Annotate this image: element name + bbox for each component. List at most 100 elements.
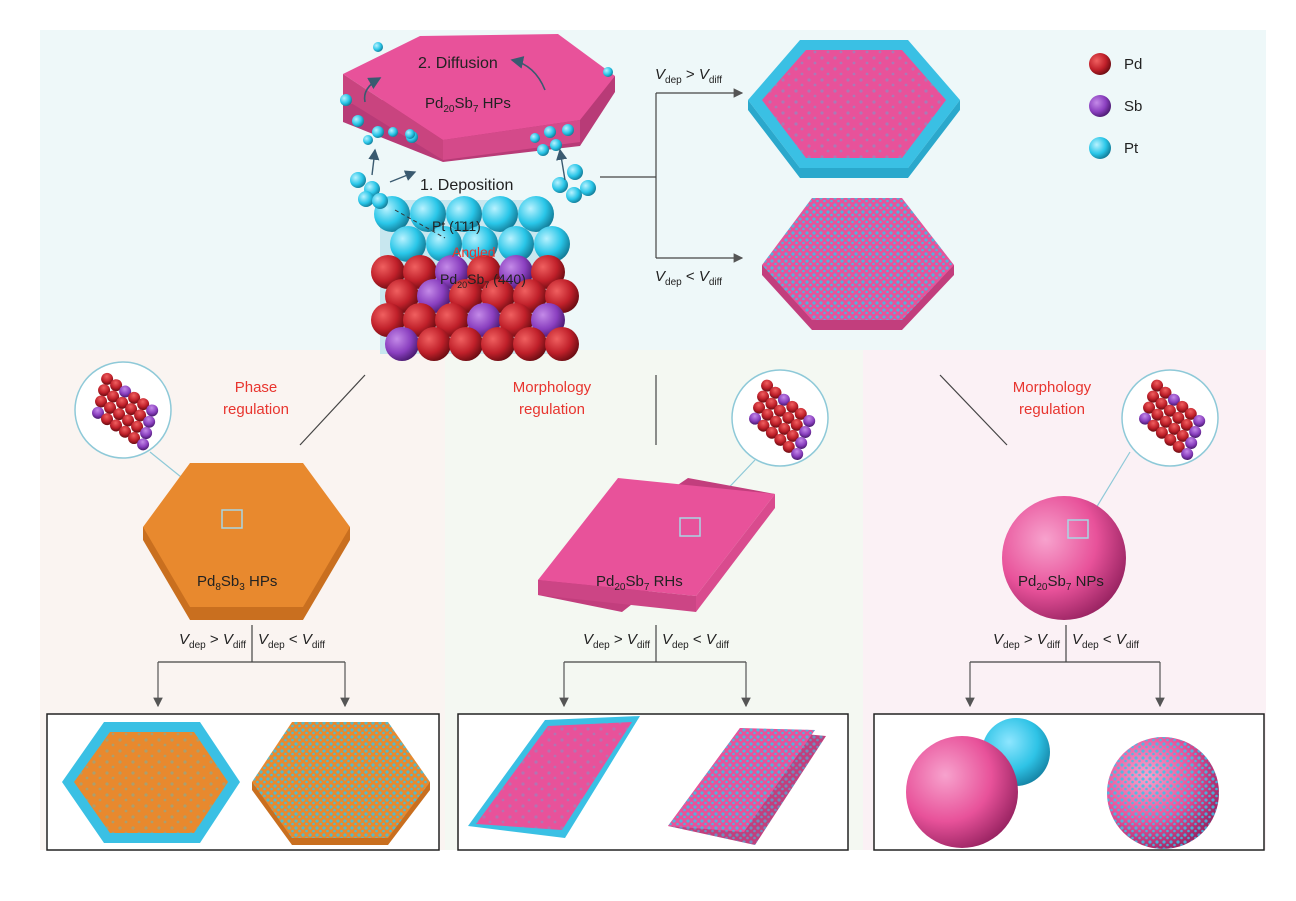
legend-pt-swatch (1089, 137, 1111, 159)
sb-atom (92, 406, 105, 419)
pd8sb3-hexagonal-plate (143, 463, 350, 620)
pd-atom (1176, 429, 1189, 442)
left-result-edge-coated (62, 722, 240, 843)
left-title-line1: Phase (235, 379, 278, 396)
pd-atom (95, 395, 108, 408)
pd-atom (116, 396, 129, 409)
condition-label: Vdep > Vdiff (179, 631, 246, 651)
pt-atom (534, 226, 570, 262)
pd-atom (122, 414, 135, 427)
angled-label: Angled (452, 244, 496, 260)
pd-atom (786, 400, 799, 413)
left-title-line2: regulation (223, 401, 289, 418)
right-label: Pd20Sb7 NPs (1018, 573, 1104, 593)
pd-atom (1151, 408, 1164, 421)
condition-label: Vdep > Vdiff (993, 631, 1060, 651)
sb-atom (1193, 414, 1206, 427)
pd-atom (769, 415, 782, 428)
pd-atom (110, 379, 123, 392)
left-label: Pd8Sb3 HPs (197, 573, 277, 593)
pd-atom (757, 419, 770, 432)
pd-atom (1155, 397, 1168, 410)
svg-text:Vdep > Vdiff: Vdep > Vdiff (655, 66, 722, 86)
pt-atom (550, 139, 562, 151)
pd-atom (131, 420, 144, 433)
pd-atom (773, 404, 786, 417)
sb-atom (1189, 425, 1202, 438)
pd-atom (1159, 386, 1172, 399)
pd-atom (110, 419, 123, 432)
pd-atom (1147, 419, 1160, 432)
pd-atom (107, 390, 120, 403)
left-result-uniform (252, 722, 430, 845)
pt-atom (372, 193, 388, 209)
diffusion-label: 2. Diffusion (418, 55, 498, 72)
pt-atom (363, 135, 373, 145)
pd-atom (119, 425, 132, 438)
middle-zoom-box (679, 517, 701, 537)
pd-atom (125, 403, 138, 416)
pd-atom (98, 384, 111, 397)
sb-atom (799, 425, 812, 438)
pd-atom (481, 327, 515, 361)
connector-right (939, 374, 1008, 446)
pd-atom (761, 408, 774, 421)
diffusion-arrow-right (510, 56, 546, 91)
sb-atom (119, 385, 132, 398)
pt-atom (390, 226, 426, 262)
legend-pd-swatch (1089, 53, 1111, 75)
pd-atom (1163, 404, 1176, 417)
right-title-line1: Morphology (1013, 379, 1092, 396)
pd-atom (753, 401, 766, 414)
pd-atom (794, 407, 807, 420)
pd-atom (769, 386, 782, 399)
pd-atom (104, 401, 117, 414)
middle-atomic-cluster (749, 379, 816, 460)
pt-atom (388, 127, 398, 137)
pd-atom (782, 411, 795, 424)
connector-left (299, 374, 366, 446)
pt-atom (446, 196, 482, 232)
pd-atom (1168, 422, 1181, 435)
pd-atom (128, 432, 141, 445)
pd-atom (113, 408, 126, 421)
top-branch (600, 88, 744, 263)
hp-label: Pd20Sb7 HPs (425, 95, 511, 115)
diffusion-arrow-left (363, 77, 382, 103)
pd-atom (545, 327, 579, 361)
sb-atom (749, 412, 762, 425)
pt-atom (544, 126, 556, 138)
pd-atom (761, 379, 774, 392)
pt-atom (350, 172, 366, 188)
pt-atom (580, 180, 596, 196)
pd-atom (513, 327, 547, 361)
hex-edge-coated (748, 40, 960, 178)
pt-atom (518, 196, 554, 232)
angle-dash (394, 209, 446, 239)
pd-atom (786, 429, 799, 442)
sb-atom (385, 327, 419, 361)
left-atomic-cluster (92, 372, 159, 451)
pd-atom (765, 426, 778, 439)
sb-atom (1185, 436, 1198, 449)
sb-atom (1139, 412, 1152, 425)
condition-label: Vdep < Vdiff (1072, 631, 1139, 651)
right-title-line2: regulation (1019, 401, 1085, 418)
pd-atom (1164, 433, 1177, 446)
legend-sb-swatch (1089, 95, 1111, 117)
svg-text:Vdep < Vdiff: Vdep < Vdiff (655, 268, 722, 288)
middle-title-line2: regulation (519, 401, 585, 418)
sb-atom (140, 427, 153, 440)
sb-atom (1181, 447, 1194, 460)
pd-atom (1143, 401, 1156, 414)
pt-atom (566, 187, 582, 203)
pt-atom (482, 196, 518, 232)
pt-atom (530, 133, 540, 143)
pd-atom (128, 391, 141, 404)
pd-atom (1184, 407, 1197, 420)
pdsb-face-label: Pd20Sb7 (440) (440, 271, 526, 290)
sb-atom (137, 438, 150, 451)
middle-label: Pd20Sb7 RHs (596, 573, 683, 593)
pd-atom (1172, 411, 1185, 424)
